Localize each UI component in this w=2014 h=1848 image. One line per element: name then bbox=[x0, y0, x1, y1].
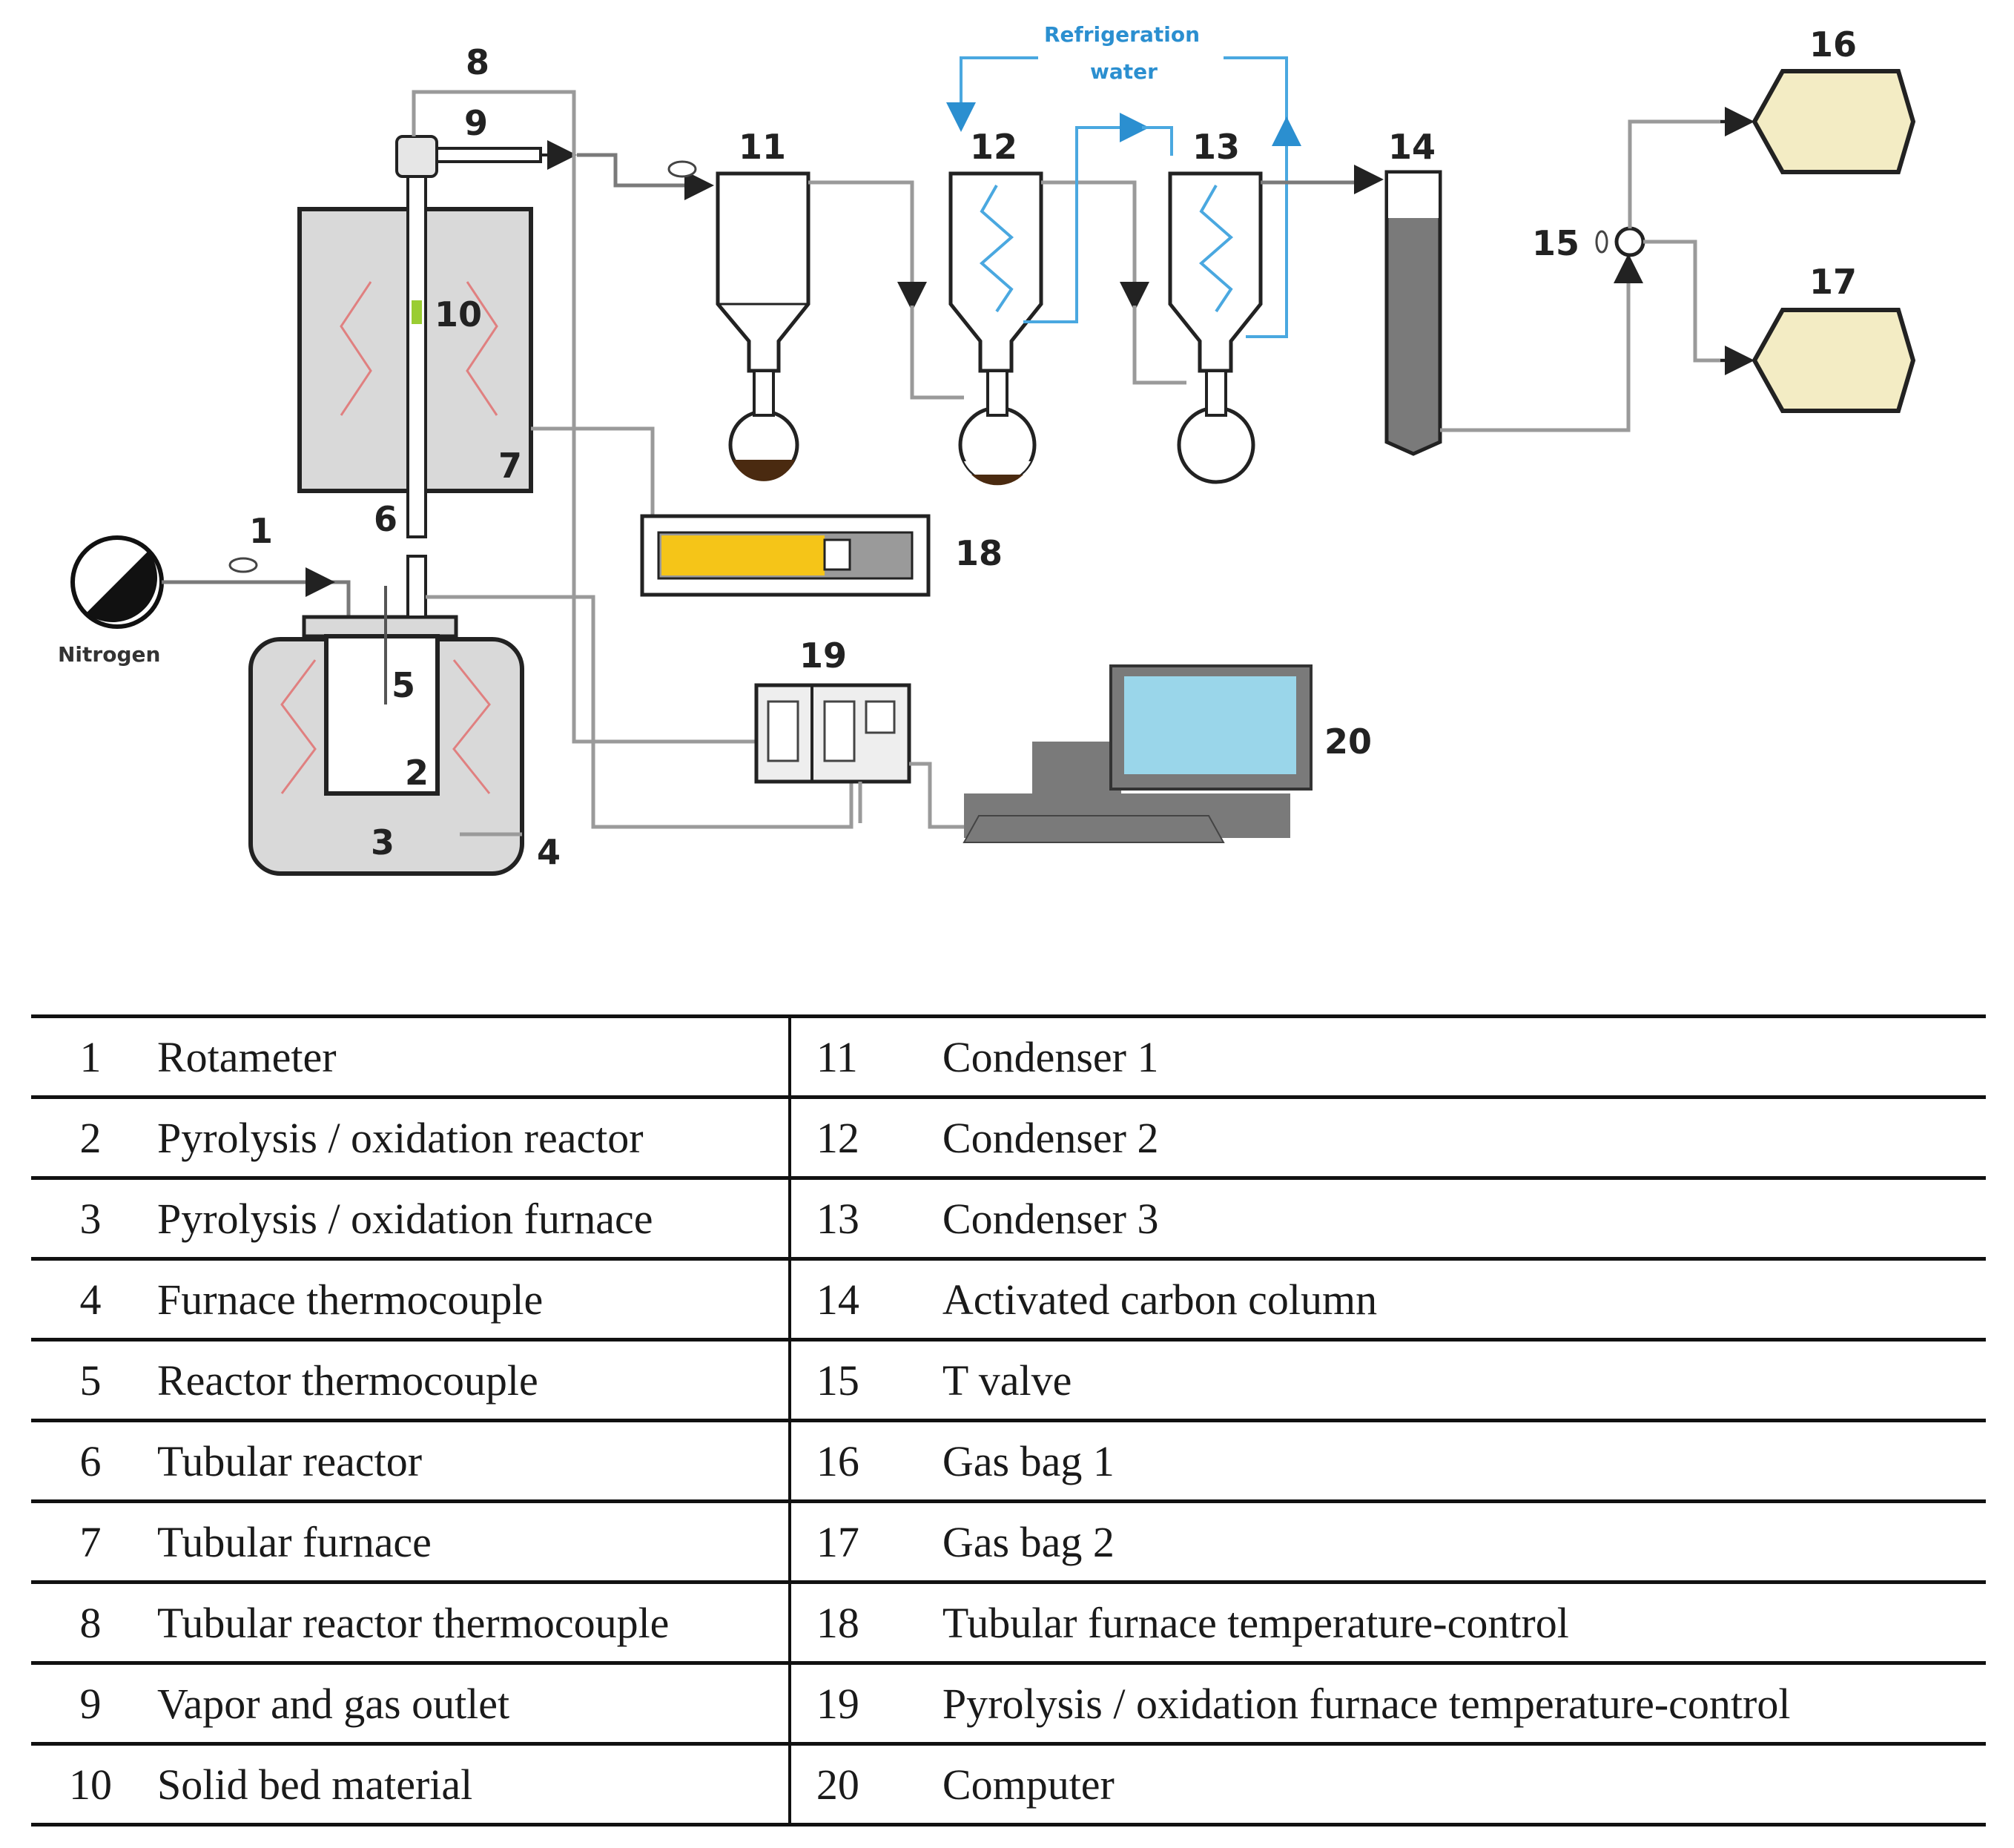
legend-description: Reactor thermocouple bbox=[150, 1338, 790, 1422]
legend-description: Pyrolysis / oxidation reactor bbox=[150, 1095, 790, 1180]
label-16: 16 bbox=[1809, 24, 1857, 65]
legend-number: 3 bbox=[31, 1176, 150, 1261]
label-1: 1 bbox=[249, 511, 273, 551]
label-19: 19 bbox=[799, 636, 847, 676]
legend-description: Pyrolysis / oxidation furnace temperatur… bbox=[934, 1661, 1986, 1746]
label-13: 13 bbox=[1192, 127, 1240, 167]
legend-description: Pyrolysis / oxidation furnace bbox=[150, 1176, 790, 1261]
gas-bag-1 bbox=[1751, 69, 1916, 174]
legend-number: 7 bbox=[31, 1499, 150, 1584]
label-14: 14 bbox=[1388, 127, 1436, 167]
process-diagram: Nitrogen bbox=[58, 22, 1916, 876]
legend-description: Gas bag 2 bbox=[934, 1499, 1986, 1584]
label-18: 18 bbox=[955, 533, 1003, 573]
legend-number: 10 bbox=[31, 1742, 150, 1826]
legend-description: Furnace thermocouple bbox=[150, 1257, 790, 1342]
nitrogen-label: Nitrogen bbox=[58, 642, 160, 667]
legend-description: Tubular reactor thermocouple bbox=[150, 1580, 790, 1665]
legend-description: Activated carbon column bbox=[934, 1257, 1986, 1342]
legend-number: 17 bbox=[788, 1499, 935, 1584]
label-8: 8 bbox=[466, 42, 489, 82]
solid-bed-material bbox=[412, 300, 422, 324]
gas-bag-2 bbox=[1751, 308, 1916, 413]
label-17: 17 bbox=[1809, 262, 1857, 302]
tubular-reactor bbox=[406, 168, 427, 538]
legend-description: Vapor and gas outlet bbox=[150, 1661, 790, 1746]
legend-number: 19 bbox=[788, 1661, 935, 1746]
legend-number: 2 bbox=[31, 1095, 150, 1180]
thermocouple-lead-7 bbox=[531, 426, 655, 519]
pyrolysis-furnace bbox=[248, 615, 524, 876]
legend-description: Condenser 1 bbox=[934, 1014, 1986, 1099]
condenser-3 bbox=[1168, 171, 1263, 484]
label-4: 4 bbox=[537, 832, 561, 872]
legend-description: Gas bag 1 bbox=[934, 1419, 1986, 1503]
legend-number: 8 bbox=[31, 1580, 150, 1665]
legend-number: 5 bbox=[31, 1338, 150, 1422]
legend-number: 1 bbox=[31, 1014, 150, 1099]
condenser-1 bbox=[716, 171, 810, 481]
refrigeration-label-1: Refrigeration bbox=[1044, 22, 1200, 47]
label-11: 11 bbox=[739, 127, 786, 167]
legend-description: Condenser 3 bbox=[934, 1176, 1986, 1261]
legend-number: 13 bbox=[788, 1176, 935, 1261]
label-15: 15 bbox=[1532, 223, 1579, 263]
legend-number: 9 bbox=[31, 1661, 150, 1746]
legend-description: Solid bed material bbox=[150, 1742, 790, 1826]
thermocouple-lead-5 bbox=[426, 595, 854, 829]
label-6: 6 bbox=[374, 499, 397, 539]
label-7: 7 bbox=[498, 446, 522, 486]
label-9: 9 bbox=[464, 103, 488, 143]
legend-number: 12 bbox=[788, 1095, 935, 1180]
label-10: 10 bbox=[435, 294, 482, 334]
label-5: 5 bbox=[392, 665, 415, 705]
condenser-2 bbox=[948, 171, 1043, 486]
legend-description: T valve bbox=[934, 1338, 1986, 1422]
activated-carbon-column bbox=[1384, 170, 1442, 456]
legend-description: Rotameter bbox=[150, 1014, 790, 1099]
label-2: 2 bbox=[405, 753, 429, 793]
label-20: 20 bbox=[1324, 722, 1372, 762]
label-3: 3 bbox=[371, 822, 394, 862]
label-12: 12 bbox=[970, 127, 1017, 167]
legend-description: Computer bbox=[934, 1742, 1986, 1826]
legend-number: 18 bbox=[788, 1580, 935, 1665]
refrigeration-label-2: water bbox=[1090, 59, 1158, 84]
pyrolysis-furnace-controller bbox=[754, 683, 911, 784]
legend-description: Tubular furnace temperature-control bbox=[934, 1580, 1986, 1665]
legend-description: Condenser 2 bbox=[934, 1095, 1986, 1180]
legend-number: 4 bbox=[31, 1257, 150, 1342]
legend-number: 15 bbox=[788, 1338, 935, 1422]
rotameter bbox=[228, 557, 258, 573]
pyrolysis-reactor bbox=[324, 634, 440, 796]
legend-number: 14 bbox=[788, 1257, 935, 1342]
thermocouple-lead-8 bbox=[412, 90, 756, 744]
computer bbox=[963, 664, 1313, 843]
refrigeration-loop: Refrigeration water bbox=[946, 22, 1301, 338]
legend-description: Tubular reactor bbox=[150, 1419, 790, 1503]
legend-number: 20 bbox=[788, 1742, 935, 1826]
tubular-furnace-controller bbox=[640, 514, 931, 597]
legend-number: 16 bbox=[788, 1419, 935, 1503]
t-valve bbox=[1595, 226, 1645, 257]
legend-number: 6 bbox=[31, 1419, 150, 1503]
legend-number: 11 bbox=[788, 1014, 935, 1099]
legend-description: Tubular furnace bbox=[150, 1499, 790, 1584]
nitrogen-cylinder: Nitrogen bbox=[58, 535, 164, 667]
